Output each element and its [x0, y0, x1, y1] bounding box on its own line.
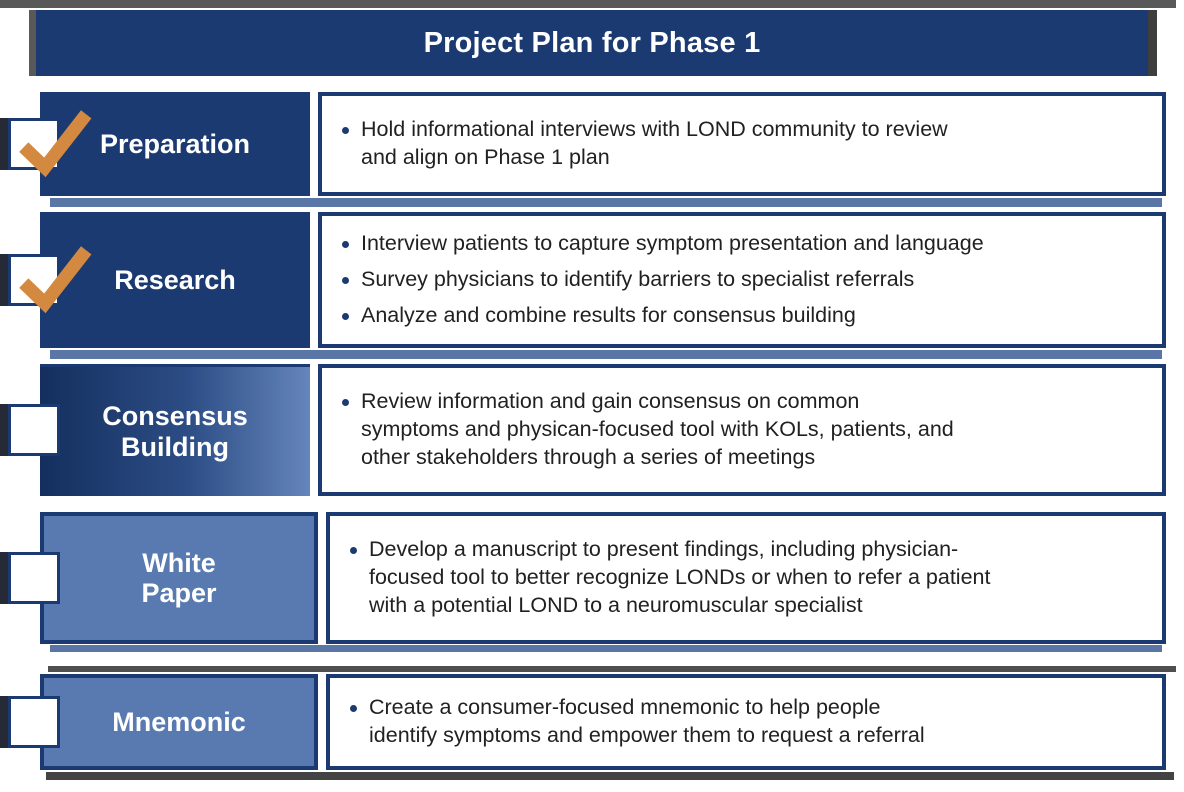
phase-row-mnemonic: Mnemonic Create a consumer-focused mnemo…	[8, 674, 1166, 770]
bullet-icon	[342, 127, 349, 135]
phase-details: Interview patients to capture symptom pr…	[318, 212, 1166, 348]
list-item: Review information and gain consensus on…	[336, 388, 1132, 472]
research-checkbox[interactable]	[8, 246, 92, 314]
phase-row-white-paper: White Paper Develop a manuscript to pres…	[8, 512, 1166, 644]
phase-label: White Paper	[40, 512, 318, 644]
preparation-checkbox[interactable]	[8, 110, 92, 178]
phase-rows: Preparation Hold informational interview…	[0, 92, 1184, 780]
phase-label: Mnemonic	[40, 674, 318, 770]
list-item: Analyze and combine results for consensu…	[336, 302, 1132, 330]
divider-band	[50, 498, 1162, 507]
phase-label: Consensus Building	[40, 364, 310, 496]
bullet-text: Survey physicians to identify barriers t…	[361, 267, 915, 292]
phase-details: Develop a manuscript to present findings…	[326, 512, 1166, 644]
row-divider	[0, 348, 1184, 364]
divider-gray-band	[48, 666, 1176, 672]
bullet-text: Interview patients to capture symptom pr…	[361, 231, 984, 256]
title-bar: Project Plan for Phase 1	[36, 10, 1148, 76]
bullet-icon	[350, 547, 357, 555]
list-item: Develop a manuscript to present findings…	[344, 536, 1132, 620]
phase-details: Review information and gain consensus on…	[318, 364, 1166, 496]
list-item: Interview patients to capture symptom pr…	[336, 230, 1132, 258]
list-item: Hold informational interviews with LOND …	[336, 116, 1132, 172]
row-divider	[0, 496, 1184, 512]
list-item: Survey physicians to identify barriers t…	[336, 266, 1132, 294]
phase-details: Create a consumer-focused mnemonic to he…	[326, 674, 1166, 770]
white-paper-checkbox[interactable]	[8, 552, 60, 604]
list-item: Create a consumer-focused mnemonic to he…	[344, 694, 1132, 750]
bullet-text: Hold informational interviews with LOND …	[361, 117, 948, 169]
bullet-text: Create a consumer-focused mnemonic to he…	[369, 695, 925, 747]
bullet-text: Analyze and combine results for consensu…	[361, 302, 856, 327]
phase-label: Preparation	[40, 92, 310, 196]
bullet-icon	[342, 241, 349, 249]
top-shadow-strip	[0, 0, 1176, 8]
bullet-text: Review information and gain consensus on…	[361, 389, 954, 469]
phase-row-preparation: Preparation Hold informational interview…	[8, 92, 1166, 196]
bullet-icon	[342, 277, 349, 285]
phase-row-research: Research Interview patients to capture s…	[8, 212, 1166, 348]
phase-details: Hold informational interviews with LOND …	[318, 92, 1166, 196]
divider-band	[50, 350, 1162, 359]
row-divider	[0, 196, 1184, 212]
bullet-icon	[342, 312, 349, 320]
bullet-icon	[350, 705, 357, 713]
bullet-text: Develop a manuscript to present findings…	[369, 537, 991, 617]
page-title: Project Plan for Phase 1	[423, 26, 761, 59]
mnemonic-checkbox[interactable]	[8, 696, 60, 748]
phase-row-consensus-building: Consensus Building Review information an…	[8, 364, 1166, 496]
bullet-icon	[342, 399, 349, 407]
divider-band	[50, 645, 1162, 652]
consensus-building-checkbox[interactable]	[8, 404, 60, 456]
row-divider	[0, 644, 1184, 674]
divider-band	[50, 198, 1162, 207]
bottom-shadow-strip	[46, 772, 1174, 780]
phase-label: Research	[40, 212, 310, 348]
